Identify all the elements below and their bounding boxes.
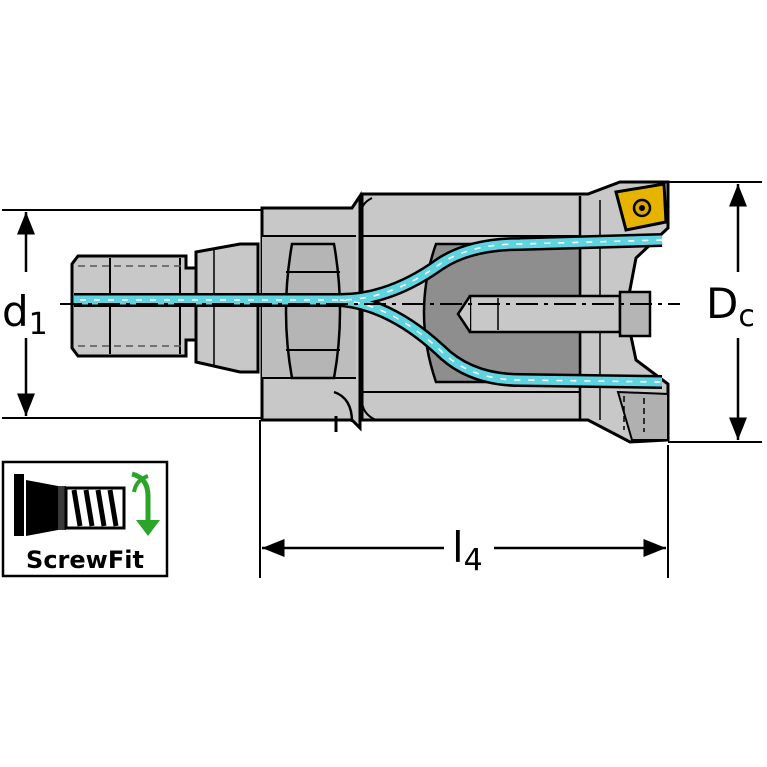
coolant-channels: [74, 233, 663, 389]
dc-label: Dc: [706, 279, 755, 334]
extension-lines: [2, 181, 762, 578]
hex-flange: [260, 191, 362, 432]
screwfit-label: ScrewFit: [26, 546, 144, 574]
screwfit-badge: ScrewFit: [1, 460, 169, 578]
rotate-arrow-icon: [131, 471, 160, 536]
cutting-insert: [614, 182, 668, 232]
d1-label: d1: [2, 287, 48, 342]
screw-icon: [14, 474, 126, 536]
l4-label: l4: [452, 523, 483, 578]
dimension-arrows: [17, 184, 747, 557]
cutter-head: [360, 180, 670, 444]
threaded-shank: [70, 242, 260, 374]
